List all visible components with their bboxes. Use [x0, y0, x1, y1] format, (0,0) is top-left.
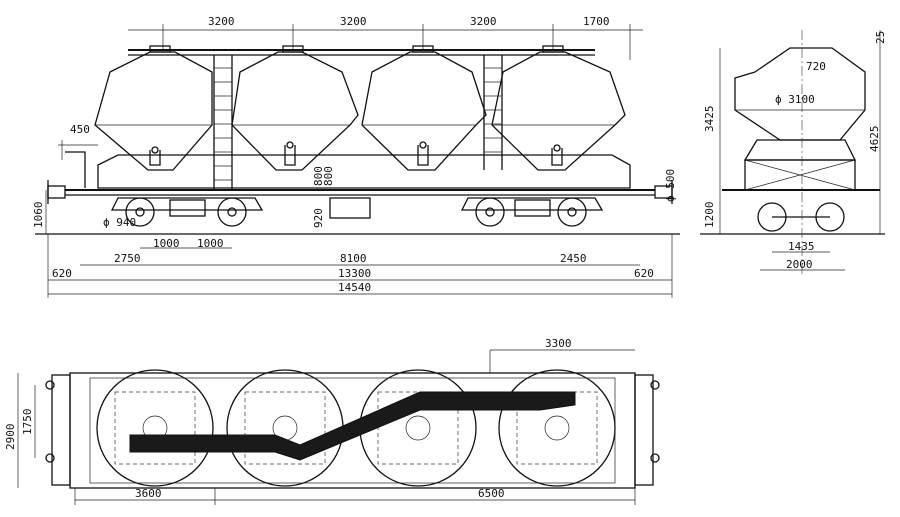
dim-1000b: 1000: [197, 237, 224, 250]
dim-8100: 8100: [340, 252, 367, 265]
hopper-plan: [498, 369, 616, 487]
hopper: [94, 45, 213, 171]
dim-6500: 6500: [478, 487, 505, 500]
dim-top-4: 1700: [583, 15, 610, 28]
bogie-right: [460, 197, 604, 227]
dim-2900: 2900: [4, 424, 17, 451]
dim-4625: 4625: [868, 126, 881, 153]
end-view: 25 720 ϕ 3100 3425 4625 1200 1435 2000: [700, 30, 887, 275]
dim-940: ϕ 940: [103, 216, 136, 229]
dim-3425: 3425: [703, 106, 716, 133]
dim-14540: 14540: [338, 281, 371, 294]
dim-450: 450: [70, 123, 90, 136]
plan-view: 3300 2900 1750 3600 6500: [4, 337, 660, 505]
dim-top-3: 3200: [470, 15, 497, 28]
dim-25: 25: [874, 31, 887, 44]
dim-1750: 1750: [21, 409, 34, 436]
dim-13300: 13300: [338, 267, 371, 280]
dim-3300: 3300: [545, 337, 572, 350]
catwalk: [129, 391, 576, 461]
dim-3600: 3600: [135, 487, 162, 500]
dim-3100: ϕ 3100: [775, 93, 815, 106]
dim-500: ϕ 500: [664, 169, 677, 202]
dim-2450: 2450: [560, 252, 587, 265]
hopper-plan: [226, 369, 344, 487]
dim-top-2: 3200: [340, 15, 367, 28]
dim-2750: 2750: [114, 252, 141, 265]
hopper: [231, 45, 359, 171]
dim-620-left: 620: [52, 267, 72, 280]
buffer-left: [47, 185, 66, 199]
hopper-plan: [96, 369, 214, 487]
outlet-valves: [149, 141, 563, 166]
ladder: [213, 55, 233, 190]
dim-920: 920: [312, 208, 325, 228]
dim-top-1: 3200: [208, 15, 235, 28]
dim-620-right: 620: [634, 267, 654, 280]
dim-1200: 1200: [703, 202, 716, 229]
dim-1435: 1435: [788, 240, 815, 253]
hopper: [361, 45, 487, 171]
dim-720: 720: [806, 60, 826, 73]
side-view: 3200 3200 3200 1700: [32, 15, 680, 298]
bogie-left: [110, 197, 264, 227]
dim-1060: 1060: [32, 202, 45, 229]
dim-2000: 2000: [786, 258, 813, 271]
dim-800b: 800: [322, 166, 335, 186]
hopper: [491, 45, 626, 171]
ladder: [483, 55, 503, 170]
dim-1000a: 1000: [153, 237, 180, 250]
dim-800a: 800: [312, 166, 325, 186]
